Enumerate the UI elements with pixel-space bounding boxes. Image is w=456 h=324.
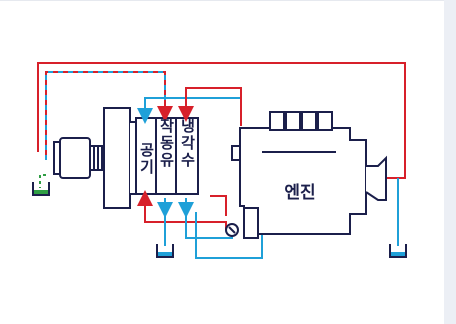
air-cleaner-icon bbox=[53, 137, 103, 179]
pump-icon bbox=[225, 223, 239, 237]
transmission-housing bbox=[103, 107, 139, 209]
blue-supply-lines bbox=[137, 97, 241, 124]
tank-icon bbox=[156, 244, 407, 258]
engine-label: 엔진 bbox=[284, 183, 316, 203]
top-divider bbox=[0, 0, 444, 1]
cooler-block-icon bbox=[135, 117, 199, 195]
engine-icon bbox=[231, 111, 387, 239]
side-panel bbox=[444, 0, 456, 324]
cooling-system-diagram bbox=[32, 62, 407, 259]
red-coolant-top bbox=[157, 87, 242, 126]
green-drain-line bbox=[39, 174, 46, 188]
bottom-lines bbox=[137, 178, 399, 259]
tank-icon bbox=[32, 182, 50, 196]
